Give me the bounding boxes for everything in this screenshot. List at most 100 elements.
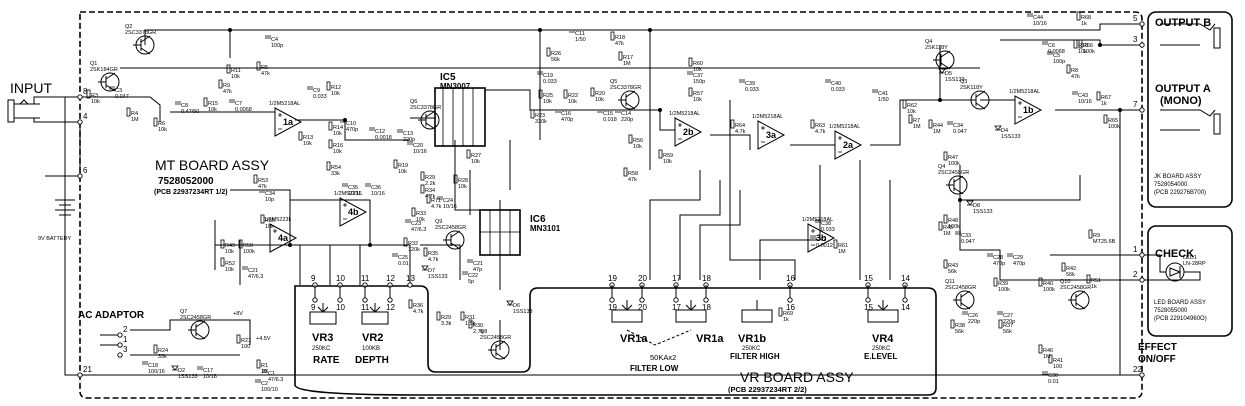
component-c26 <box>962 311 968 315</box>
ic5-block <box>434 87 486 147</box>
label-d8-ref: D8 <box>973 203 980 209</box>
component-r35 <box>423 247 428 257</box>
mt-pin-label-14: 15 <box>864 274 873 283</box>
mt-pin-label-7: 12 <box>386 274 395 283</box>
label-r48-value: 100k <box>948 224 960 230</box>
vr-pin-1: 10 <box>336 285 345 312</box>
label-r14-value: 10k <box>333 131 342 137</box>
component-r68 <box>1076 11 1081 21</box>
label-led1-value: LN-28RP <box>1183 261 1206 267</box>
label-c5-ref: C5 <box>1053 53 1060 59</box>
component-r53 <box>253 174 258 184</box>
label-c26-value: 220p <box>968 319 980 325</box>
label-c1-value: 47/6.3 <box>268 377 283 383</box>
transistor-part-q9: 2SC2458GR <box>435 225 466 231</box>
opamp-layer: 1a1/2M5218AL4a1/2M5223L4b1/2M5223L2b1/2M… <box>264 89 1043 253</box>
label-c44-value: 10/16 <box>1033 21 1047 27</box>
label-r23-value: 330k <box>535 119 547 125</box>
mt-pin-8: 13 <box>406 274 415 288</box>
vr-pin-label-9: 15 <box>864 303 873 312</box>
component-r64 <box>730 119 735 129</box>
vr-pin-label-8: 16 <box>786 303 795 312</box>
component-c4 <box>265 35 271 39</box>
label-c5-value: 100p <box>1053 59 1065 65</box>
component-r9b <box>1088 229 1093 239</box>
component-r18 <box>610 31 615 41</box>
label-r27-value: 10k <box>471 159 480 165</box>
label-r47-value: 100k <box>948 161 960 167</box>
label-c42-ref: C42 <box>816 237 826 243</box>
opamp-part-u4b: 1/2M5223L <box>334 191 362 197</box>
label-r62-ref: R62 <box>907 103 917 109</box>
label-c25-value: 0.01 <box>398 261 409 267</box>
label-v45: +4.5V <box>256 336 271 342</box>
label-r42-value: 56k <box>1066 272 1075 278</box>
effect-label: EFFECT <box>1138 342 1177 353</box>
label-r60-ref: R60 <box>693 61 703 67</box>
label-c30-ref: C30 <box>1048 373 1058 379</box>
component-c11 <box>569 29 575 33</box>
component-r8 <box>1066 64 1071 74</box>
label-d6-ref: D6 <box>513 303 520 309</box>
opamp-part-u4a: 1/2M5223L <box>264 217 292 223</box>
mt-pin-18: 7 <box>1133 100 1145 113</box>
output-b-label: OUTPUT B <box>1155 17 1211 29</box>
label-d5-value: 1SS133 <box>945 77 965 83</box>
vr-pin-label-3: 12 <box>386 303 395 312</box>
label-c15-value: 0.018 <box>603 117 617 123</box>
label-c21-ref: C21 <box>248 268 258 274</box>
opamp-u4b: 4b1/2M5223L <box>334 191 368 227</box>
label-c2-ref: C2 <box>261 381 268 387</box>
vr-pin-7: 18 <box>702 285 711 312</box>
component-r27 <box>466 149 471 159</box>
label-r37-ref: R37 <box>1003 323 1013 329</box>
label-r6-ref: R6 <box>158 121 165 127</box>
input-jack <box>7 96 40 123</box>
ic5-part: MN3007 <box>440 82 471 91</box>
label-r28-value: 10k <box>458 184 467 190</box>
label-r27-ref: R27 <box>471 153 481 159</box>
opamp-name-u3b: 3b <box>816 233 827 243</box>
label-c40-ref: C40 <box>831 81 841 87</box>
label-r9b-value: MT25.6B <box>1093 239 1116 245</box>
component-c28 <box>987 253 993 257</box>
component-c40 <box>825 79 831 83</box>
label-c6-value: 0.0068 <box>1048 49 1065 55</box>
label-r9b-ref: R9 <box>1093 233 1100 239</box>
component-r41 <box>1048 354 1053 364</box>
vr-pin-label-10: 14 <box>901 303 910 312</box>
label-r67-ref: R67 <box>1101 95 1111 101</box>
label-d8-value: 1SS133 <box>973 209 993 215</box>
opamp-name-u2a: 2a <box>843 140 854 150</box>
label-r34-ref: R34 <box>425 188 435 194</box>
label-r46-ref: R46 <box>1043 348 1053 354</box>
label-r64-value: 4.7k <box>735 129 746 135</box>
label-r56-value: 10k <box>633 144 642 150</box>
mt-pin-label-22: 2 <box>123 325 128 334</box>
mt-pin-13: 16 <box>786 274 795 288</box>
component-r46 <box>1038 344 1043 354</box>
ic5-name: IC5 <box>440 72 456 83</box>
label-r46-value: 1M <box>1043 354 1051 360</box>
component-r25 <box>538 89 543 99</box>
label-r61-value: 1M <box>838 249 846 255</box>
label-c33-ref: C33 <box>961 233 971 239</box>
mt-board-number: 7528052000 <box>158 176 214 187</box>
label-r57-value: 10k <box>693 97 702 103</box>
transistor-layer: Q12SK184GRQ22SC3378GRQ62SC3378GRQ52SC337… <box>90 24 1091 360</box>
transistor-name-q8: Q8 <box>480 329 487 335</box>
transistor-name-q4: Q4 <box>925 39 932 45</box>
label-r18-value: 47k <box>615 41 624 47</box>
component-c8 <box>175 101 181 105</box>
label-r11-ref: R11 <box>231 68 241 74</box>
label-r66-ref: R66 <box>1083 43 1093 49</box>
label-r33-ref: R33 <box>416 211 426 217</box>
mt-pin-label-15: 14 <box>901 274 910 283</box>
label-c37-ref: C37 <box>693 73 703 79</box>
component-r54 <box>326 161 331 171</box>
opamp-part-u3a: 1/2M5218AL <box>752 114 783 120</box>
vr-pin-5: 20 <box>638 285 647 312</box>
component-c41 <box>872 89 878 93</box>
